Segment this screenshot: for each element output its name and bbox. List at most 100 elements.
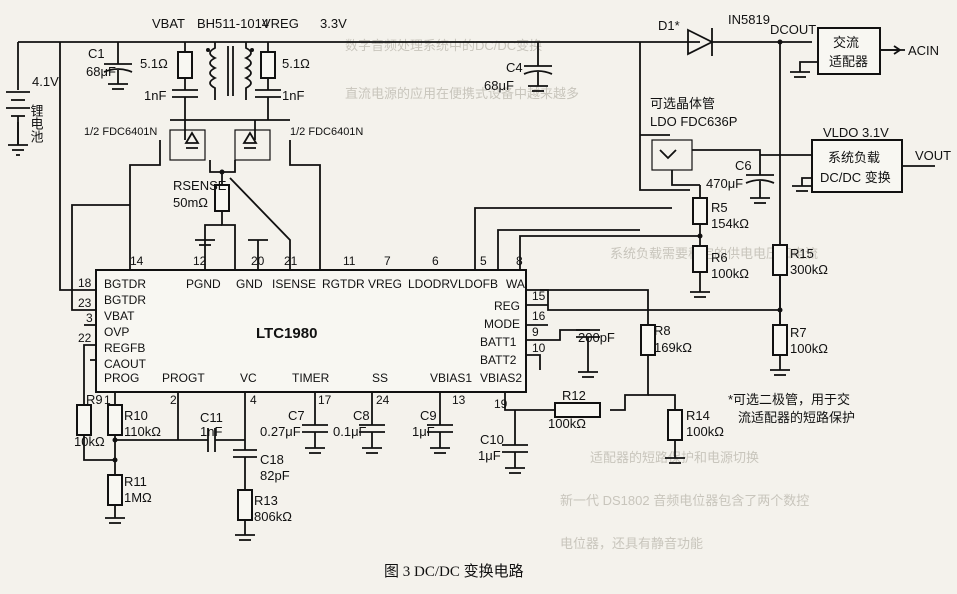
pin-number: 18 bbox=[78, 276, 92, 290]
pin-number: 9 bbox=[532, 325, 539, 339]
pin-name: BGTDR bbox=[104, 293, 146, 307]
r8-label: R8 bbox=[654, 323, 671, 338]
figure-caption: 图 3 DC/DC 变换电路 bbox=[384, 563, 524, 580]
pin-name: VC bbox=[240, 371, 257, 385]
c9-label: C9 bbox=[420, 408, 437, 423]
c7-value: 0.27μF bbox=[260, 424, 301, 439]
adapter-text-1: 交流 bbox=[833, 35, 859, 50]
pin-name: BATT2 bbox=[480, 353, 517, 367]
pin-number: 2 bbox=[170, 393, 177, 407]
svg-text:电位器，还具有静音功能: 电位器，还具有静音功能 bbox=[560, 536, 703, 551]
r9-value: 10kΩ bbox=[74, 434, 105, 449]
r13-label: R13 bbox=[254, 493, 278, 508]
c1nf-right-value: 1nF bbox=[282, 88, 304, 103]
r11-label: R11 bbox=[124, 474, 147, 489]
r11-value: 1MΩ bbox=[124, 490, 152, 505]
vout-label: VOUT bbox=[915, 148, 951, 163]
pin-number: 13 bbox=[452, 393, 466, 407]
rsense-label: RSENSE bbox=[173, 178, 227, 193]
adapter-text-2: 适配器 bbox=[829, 54, 868, 69]
optional-transistor-label: 可选晶体管 bbox=[650, 96, 715, 111]
pin-number: 10 bbox=[532, 341, 546, 355]
pin-name: VBIAS1 bbox=[430, 371, 472, 385]
r51-left-value: 5.1Ω bbox=[140, 56, 168, 71]
note-line-1: *可选二极管，用于交 bbox=[728, 392, 850, 407]
r51-left bbox=[172, 42, 198, 120]
r10-value: 110kΩ bbox=[124, 424, 161, 439]
c11-value: 1nF bbox=[200, 424, 222, 439]
pin-number: 24 bbox=[376, 393, 390, 407]
dcout-node bbox=[777, 39, 783, 45]
c1-capacitor bbox=[103, 42, 133, 90]
r5-value: 154kΩ bbox=[711, 216, 749, 231]
rsense-value: 50mΩ bbox=[173, 195, 208, 210]
svg-text:新一代 DS1802 音频电位器包含了两个数控: 新一代 DS1802 音频电位器包含了两个数控 bbox=[560, 493, 809, 508]
pin-name: PROG bbox=[104, 371, 139, 385]
battery-voltage: 4.1V bbox=[32, 74, 59, 89]
c18-value: 82pF bbox=[260, 468, 290, 483]
dcout-label: DCOUT bbox=[770, 22, 816, 37]
left-pin-wires bbox=[59, 42, 130, 395]
c4-capacitor bbox=[523, 42, 553, 92]
r13-value: 806kΩ bbox=[254, 509, 292, 524]
d1-diode bbox=[687, 28, 715, 56]
in5819-label: IN5819 bbox=[728, 12, 770, 27]
r15-r7-divider bbox=[540, 244, 790, 376]
pin-name: PROGT bbox=[162, 371, 205, 385]
r51-right bbox=[255, 42, 281, 120]
r14-value: 100kΩ bbox=[686, 424, 724, 439]
acin-label: ACIN bbox=[908, 43, 939, 58]
c1nf-left-value: 1nF bbox=[144, 88, 166, 103]
c11-label: C11 bbox=[200, 410, 223, 425]
ldofb-wire bbox=[497, 229, 640, 270]
acin-arrow bbox=[880, 45, 901, 55]
pin-name: OVP bbox=[104, 325, 129, 339]
rsense-resistor bbox=[195, 172, 291, 270]
pin-name: BGTDR bbox=[104, 277, 146, 291]
c6-capacitor bbox=[745, 155, 775, 204]
c1-value: 68μF bbox=[86, 64, 116, 79]
pin-number: 23 bbox=[78, 296, 92, 310]
c10-value: 1μF bbox=[478, 448, 501, 463]
c10-label: C10 bbox=[480, 432, 504, 447]
r15-label: R15 bbox=[790, 246, 814, 261]
load-ground bbox=[792, 177, 812, 192]
mosfet-pair bbox=[129, 119, 321, 270]
chip-right-pins: 15 REG 16 MODE 9 BATT1 10 BATT2 bbox=[480, 289, 546, 367]
pin-name: BATT1 bbox=[480, 335, 517, 349]
c4-label: C4 bbox=[506, 60, 523, 75]
c1-label: C1 bbox=[88, 46, 105, 61]
c8-value: 0.1μF bbox=[333, 424, 367, 439]
pin-number: 3 bbox=[86, 311, 93, 325]
pin-number: 12 bbox=[193, 254, 207, 268]
pin-name: TIMER bbox=[292, 371, 330, 385]
pin-name: CAOUT bbox=[104, 357, 147, 371]
c9-value: 1μF bbox=[412, 424, 435, 439]
chip-name: LTC1980 bbox=[256, 325, 317, 342]
pin-number: 14 bbox=[130, 254, 144, 268]
r8-value: 169kΩ bbox=[654, 340, 692, 355]
pin-name: GND bbox=[236, 277, 263, 291]
transformer bbox=[206, 42, 254, 100]
pin-name: SS bbox=[372, 371, 388, 385]
c8-label: C8 bbox=[353, 408, 370, 423]
battery-symbol bbox=[6, 91, 30, 156]
pin-number: 5 bbox=[480, 254, 487, 268]
note-line-2: 流适配器的短路保护 bbox=[738, 410, 855, 425]
pin-number: 6 bbox=[432, 254, 439, 268]
pin-name: VREG bbox=[368, 277, 402, 291]
pin-number: 19 bbox=[494, 397, 508, 411]
pin-number: 22 bbox=[78, 331, 92, 345]
r5-r6-divider bbox=[519, 185, 710, 298]
load-text-1: 系统负载 bbox=[828, 150, 880, 165]
chip-bottom-pins: PROG 1 PROGT 2 VC 4 TIMER 17 SS 24 VBIAS… bbox=[104, 371, 522, 411]
r51-right-value: 5.1Ω bbox=[282, 56, 310, 71]
ac-adapter-box bbox=[817, 27, 881, 75]
bottom-components bbox=[76, 392, 528, 541]
ldo-mosfet-label: LDO FDC636P bbox=[650, 114, 737, 129]
pin-number: 11 bbox=[343, 254, 356, 268]
pin-number: 15 bbox=[532, 289, 546, 303]
c200-value: 200pF bbox=[578, 330, 615, 345]
pin-number: 17 bbox=[318, 393, 332, 407]
